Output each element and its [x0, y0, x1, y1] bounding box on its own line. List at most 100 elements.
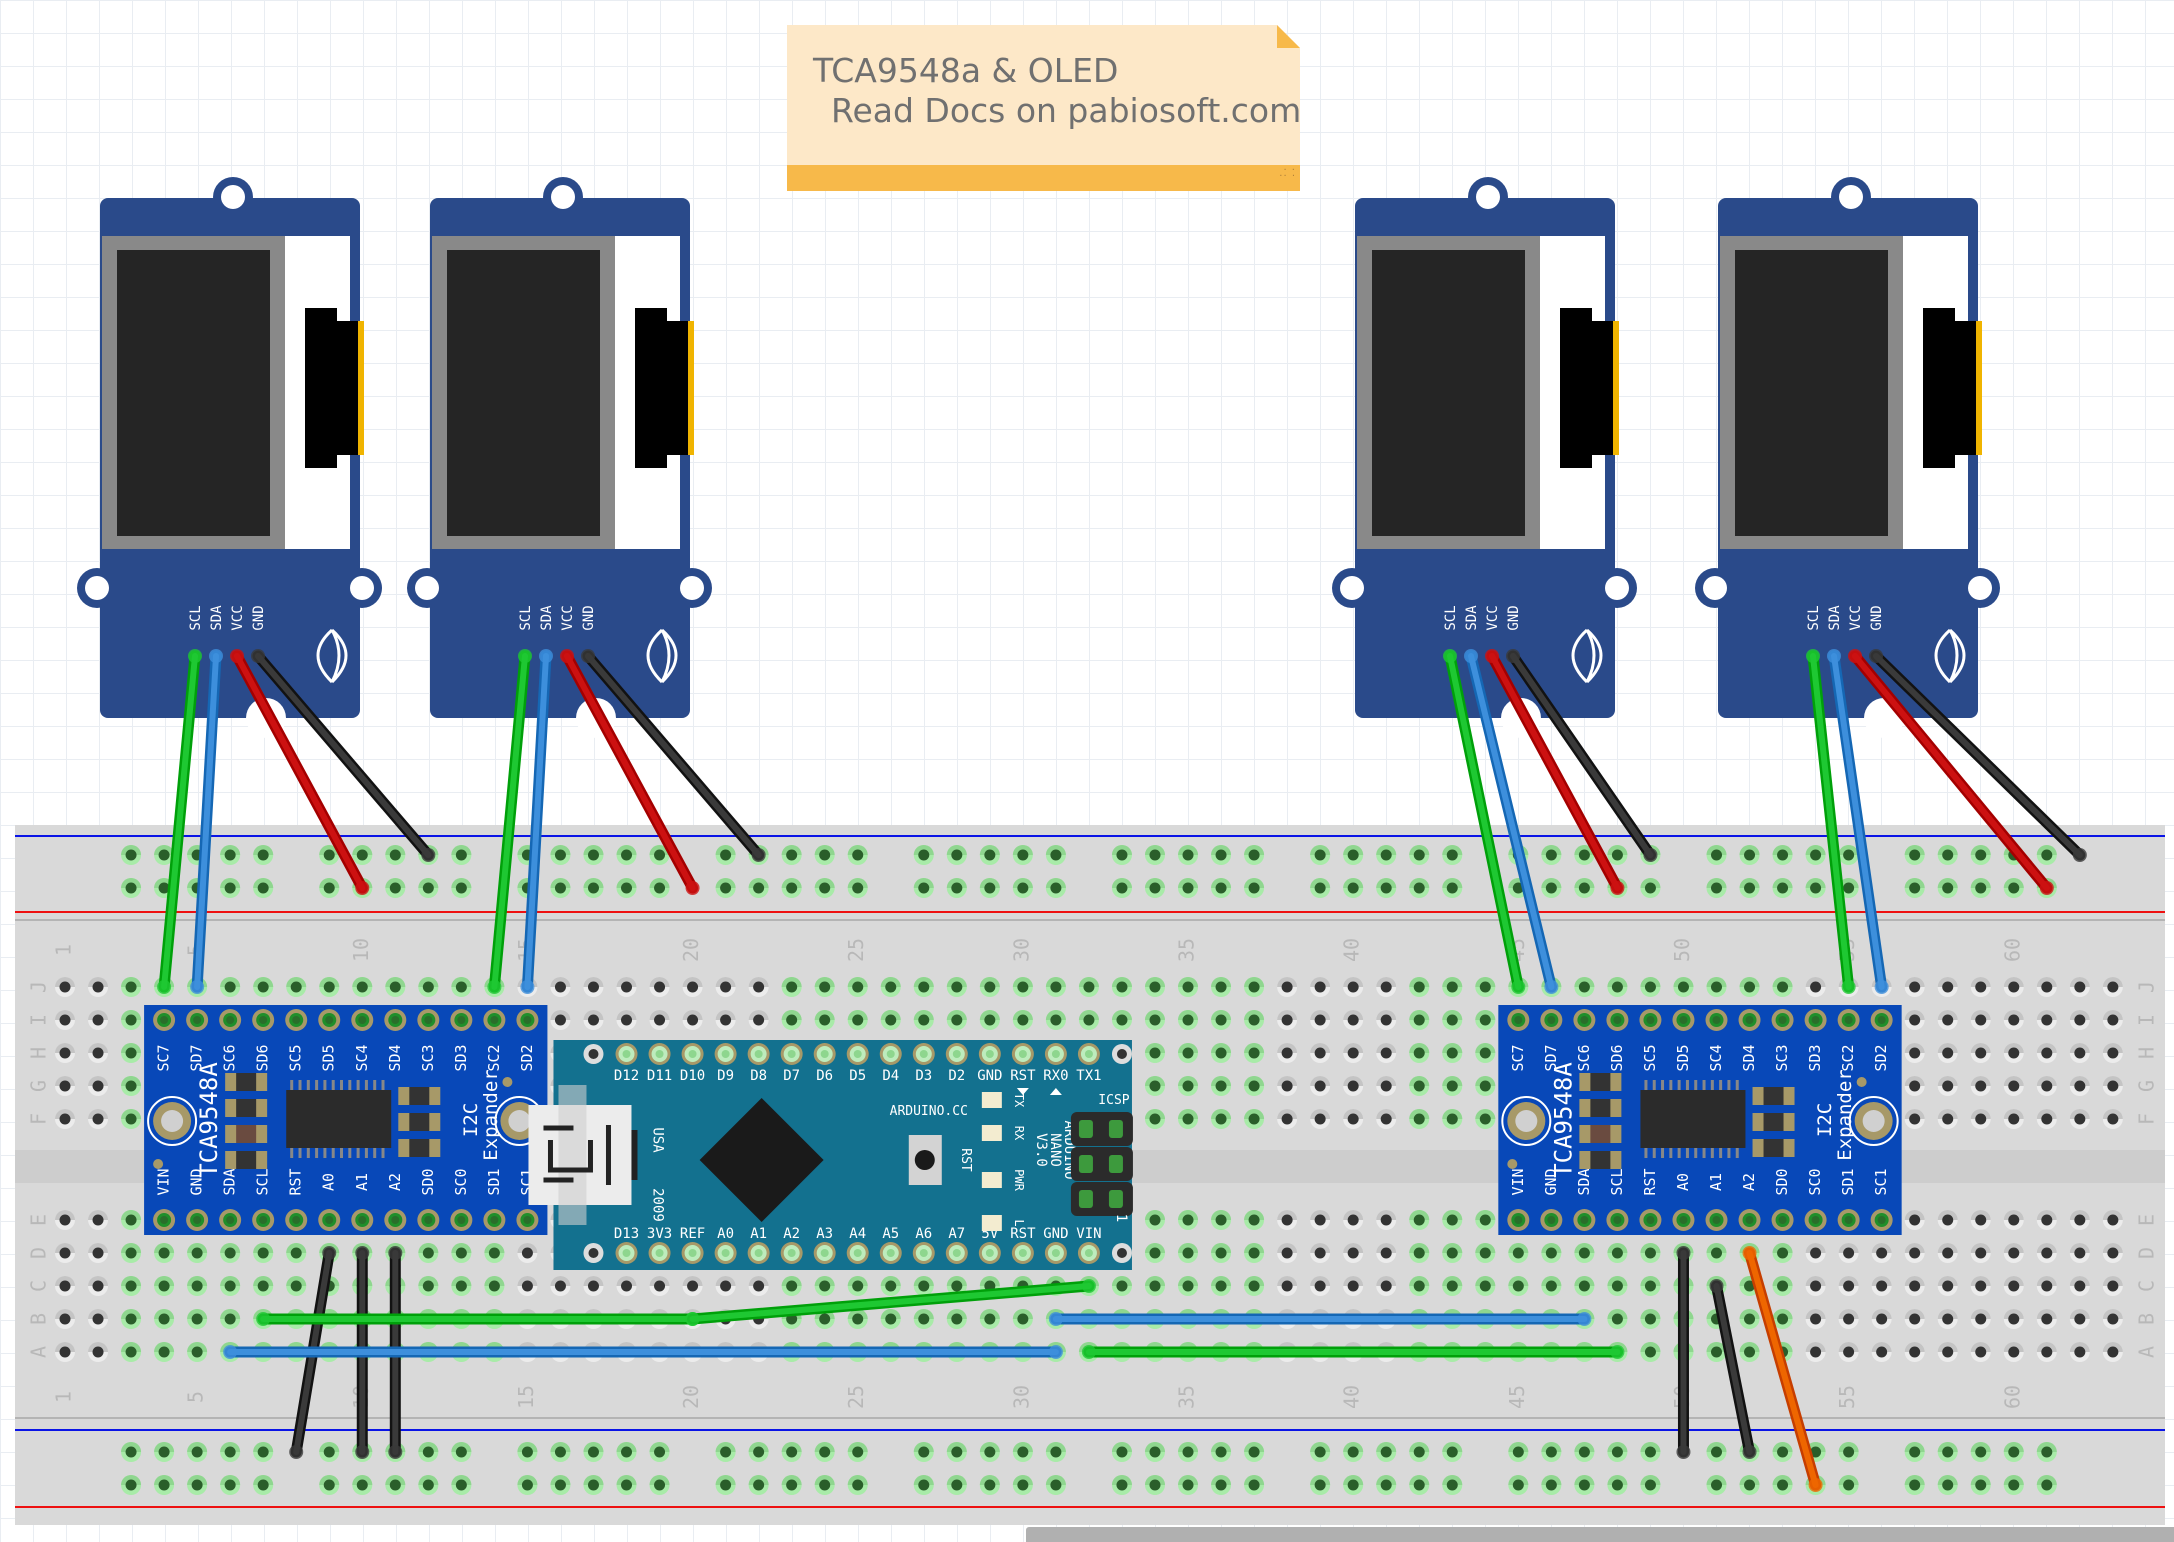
hole-F43[interactable] [1442, 1109, 1463, 1129]
bottom-rail-1-hole[interactable] [187, 1442, 208, 1462]
bottom-rail-2-hole[interactable] [1376, 1475, 1397, 1495]
hole-I17[interactable] [583, 1010, 604, 1030]
hole-D36[interactable] [1211, 1243, 1232, 1263]
hole-E3[interactable] [121, 1210, 142, 1230]
bottom-rail-2-hole[interactable] [154, 1475, 175, 1495]
hole-J9[interactable] [319, 977, 340, 997]
wire-endpoint[interactable] [256, 1312, 271, 1326]
hole-C55[interactable] [1838, 1276, 1859, 1296]
hole-H58[interactable] [1937, 1043, 1958, 1063]
hole-C4[interactable] [154, 1276, 175, 1296]
wire-endpoint[interactable] [487, 980, 502, 994]
hole-C21[interactable] [715, 1276, 736, 1296]
hole-B27[interactable] [913, 1309, 934, 1329]
top-rail-2-hole[interactable] [1111, 878, 1132, 898]
wire-endpoint[interactable] [190, 980, 205, 994]
top-rail-1-hole[interactable] [847, 845, 868, 865]
hole-C16[interactable] [550, 1276, 571, 1296]
hole-J37[interactable] [1244, 977, 1265, 997]
hole-B4[interactable] [154, 1309, 175, 1329]
bottom-rail-2-hole[interactable] [1045, 1475, 1066, 1495]
hole-D39[interactable] [1310, 1243, 1331, 1263]
hole-G44[interactable] [1475, 1076, 1496, 1096]
bottom-rail-2-hole[interactable] [1937, 1475, 1958, 1495]
hole-C20[interactable] [682, 1276, 703, 1296]
hole-B5[interactable] [187, 1309, 208, 1329]
hole-C35[interactable] [1178, 1276, 1199, 1296]
bottom-rail-2-hole[interactable] [253, 1475, 274, 1495]
hole-E60[interactable] [2003, 1210, 2024, 1230]
top-rail-2-hole[interactable] [1343, 878, 1364, 898]
hole-G34[interactable] [1144, 1076, 1165, 1096]
wire-endpoint[interactable] [355, 1445, 370, 1459]
hole-C38[interactable] [1277, 1276, 1298, 1296]
bottom-rail-2-hole[interactable] [1211, 1475, 1232, 1495]
hole-C62[interactable] [2069, 1276, 2090, 1296]
bottom-rail-2-hole[interactable] [319, 1475, 340, 1495]
wire-endpoint[interactable] [1869, 649, 1883, 663]
top-rail-1-hole[interactable] [1178, 845, 1199, 865]
hole-H57[interactable] [1904, 1043, 1925, 1063]
hole-F35[interactable] [1178, 1109, 1199, 1129]
top-rail-1-hole[interactable] [1409, 845, 1430, 865]
bottom-rail-2-hole[interactable] [979, 1475, 1000, 1495]
hole-F42[interactable] [1409, 1109, 1430, 1129]
hole-J26[interactable] [880, 977, 901, 997]
wire-endpoint[interactable] [2072, 848, 2087, 862]
hole-I38[interactable] [1277, 1010, 1298, 1030]
wire-endpoint[interactable] [751, 848, 766, 862]
top-rail-1-hole[interactable] [1144, 845, 1165, 865]
hole-I44[interactable] [1475, 1010, 1496, 1030]
hole-I61[interactable] [2036, 1010, 2057, 1030]
hole-F37[interactable] [1244, 1109, 1265, 1129]
hole-A3[interactable] [121, 1342, 142, 1362]
wire-endpoint[interactable] [1676, 1445, 1691, 1459]
hole-A56[interactable] [1871, 1342, 1892, 1362]
hole-J18[interactable] [616, 977, 637, 997]
hole-G59[interactable] [1970, 1076, 1991, 1096]
hole-J7[interactable] [253, 977, 274, 997]
bottom-rail-2-hole[interactable] [1772, 1475, 1793, 1495]
bottom-rail-1-hole[interactable] [715, 1442, 736, 1462]
hole-J59[interactable] [1970, 977, 1991, 997]
hole-F58[interactable] [1937, 1109, 1958, 1129]
wire-endpoint[interactable] [539, 649, 553, 663]
bottom-rail-2-hole[interactable] [1111, 1475, 1132, 1495]
bottom-rail-1-hole[interactable] [847, 1442, 868, 1462]
hole-A51[interactable] [1706, 1342, 1727, 1362]
hole-J21[interactable] [715, 977, 736, 997]
hole-I18[interactable] [616, 1010, 637, 1030]
hole-G60[interactable] [2003, 1076, 2024, 1096]
hole-D54[interactable] [1805, 1243, 1826, 1263]
bottom-rail-1-hole[interactable] [946, 1442, 967, 1462]
hole-H2[interactable] [88, 1043, 109, 1063]
hole-I32[interactable] [1078, 1010, 1099, 1030]
top-rail-2-hole[interactable] [1739, 878, 1760, 898]
bottom-rail-1-hole[interactable] [1706, 1442, 1727, 1462]
top-rail-1-hole[interactable] [1607, 845, 1628, 865]
top-rail-2-hole[interactable] [715, 878, 736, 898]
hole-D56[interactable] [1871, 1243, 1892, 1263]
hole-C3[interactable] [121, 1276, 142, 1296]
hole-D62[interactable] [2069, 1243, 2090, 1263]
top-rail-1-hole[interactable] [253, 845, 274, 865]
hole-D5[interactable] [187, 1243, 208, 1263]
resize-grip-icon[interactable]: · ··· · [1279, 165, 1296, 182]
hole-F38[interactable] [1277, 1109, 1298, 1129]
bottom-rail-1-hole[interactable] [319, 1442, 340, 1462]
hole-B26[interactable] [880, 1309, 901, 1329]
top-rail-1-hole[interactable] [154, 845, 175, 865]
hole-D3[interactable] [121, 1243, 142, 1263]
hole-C41[interactable] [1376, 1276, 1397, 1296]
hole-F44[interactable] [1475, 1109, 1496, 1129]
top-rail-2-hole[interactable] [253, 878, 274, 898]
top-rail-1-hole[interactable] [451, 845, 472, 865]
hole-D12[interactable] [418, 1243, 439, 1263]
bottom-rail-1-hole[interactable] [583, 1442, 604, 1462]
wire-endpoint[interactable] [388, 1246, 403, 1260]
hole-B53[interactable] [1772, 1309, 1793, 1329]
bottom-rail-2-hole[interactable] [1607, 1475, 1628, 1495]
top-rail-1-hole[interactable] [814, 845, 835, 865]
hole-C45[interactable] [1508, 1276, 1529, 1296]
